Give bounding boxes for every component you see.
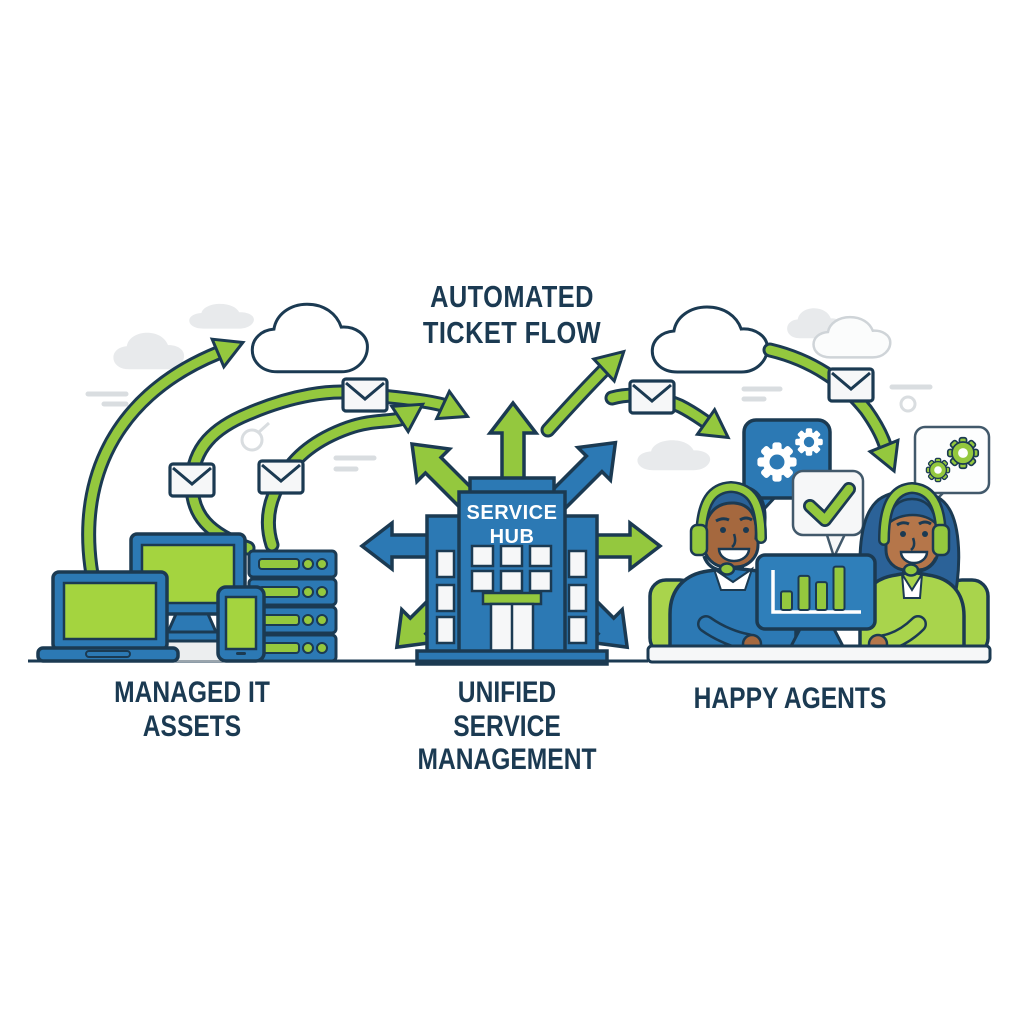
tower-windows: [470, 544, 553, 593]
smartphone-icon: [216, 585, 266, 663]
label-happy-agents: HAPPY AGENTS: [670, 682, 910, 716]
hub-sign-line-2: HUB: [489, 526, 535, 548]
flow-arc: [548, 339, 636, 430]
agents-monitor: [755, 553, 877, 654]
envelope-icon: [827, 367, 875, 403]
circle-doodle: [240, 428, 264, 452]
hub-sign-line-1: SERVICE: [466, 502, 558, 524]
circle-doodle: [899, 395, 917, 413]
agent-face-features: [715, 516, 753, 563]
agents-desk: [646, 644, 992, 664]
arrow-left-icon: [359, 519, 436, 573]
label-line: ASSETS: [142, 709, 242, 743]
arrow-right-icon: [588, 519, 663, 573]
title-line-1: AUTOMATED: [430, 279, 594, 314]
agent-face-features: [896, 520, 932, 565]
service-hub-sign: SERVICE HUB: [459, 501, 565, 549]
cloud-icon: [113, 332, 185, 370]
diagram-title: AUTOMATED TICKET FLOW: [392, 279, 632, 350]
laptop-icon: [36, 570, 180, 663]
headset-icon: [884, 488, 951, 577]
cloud-icon: [189, 303, 254, 329]
hub-door-lintel: [481, 591, 543, 606]
label-unified-service-management: UNIFIED SERVICE MANAGEMENT: [387, 676, 627, 777]
title-line-2: TICKET FLOW: [422, 314, 602, 350]
checkmark-speech-bubble: [791, 469, 865, 561]
envelope-icon: [257, 459, 305, 495]
shirt-collar: [901, 573, 923, 599]
cloud-icon: [637, 440, 711, 471]
chart-axes: [771, 570, 861, 614]
label-line: UNIFIED SERVICE: [453, 676, 561, 743]
cloud-icon: [650, 305, 770, 374]
shirt-collar: [712, 566, 754, 591]
arrowhead-icon: [868, 438, 910, 479]
label-line: MANAGED IT: [114, 676, 270, 709]
cloud-icon: [250, 302, 370, 374]
headset-icon: [689, 487, 761, 576]
server-slots-and-leds: [258, 558, 328, 654]
envelope-icon: [341, 377, 389, 413]
bar-chart-icon: [780, 565, 846, 612]
managed-assets-group: [36, 532, 338, 663]
agent-right: [858, 488, 966, 656]
arrow-up-icon: [486, 400, 540, 491]
label-managed-it-assets: MANAGED IT ASSETS: [72, 676, 312, 743]
envelope-icon: [628, 379, 676, 415]
label-line: MANAGEMENT: [417, 743, 597, 777]
wing-windows: [435, 549, 588, 645]
speed-lines: [85, 384, 933, 472]
happy-agents-group: [646, 418, 992, 664]
envelope-icon: [168, 462, 216, 498]
label-line: HAPPY AGENTS: [693, 682, 887, 715]
service-hub-building: [415, 476, 609, 666]
